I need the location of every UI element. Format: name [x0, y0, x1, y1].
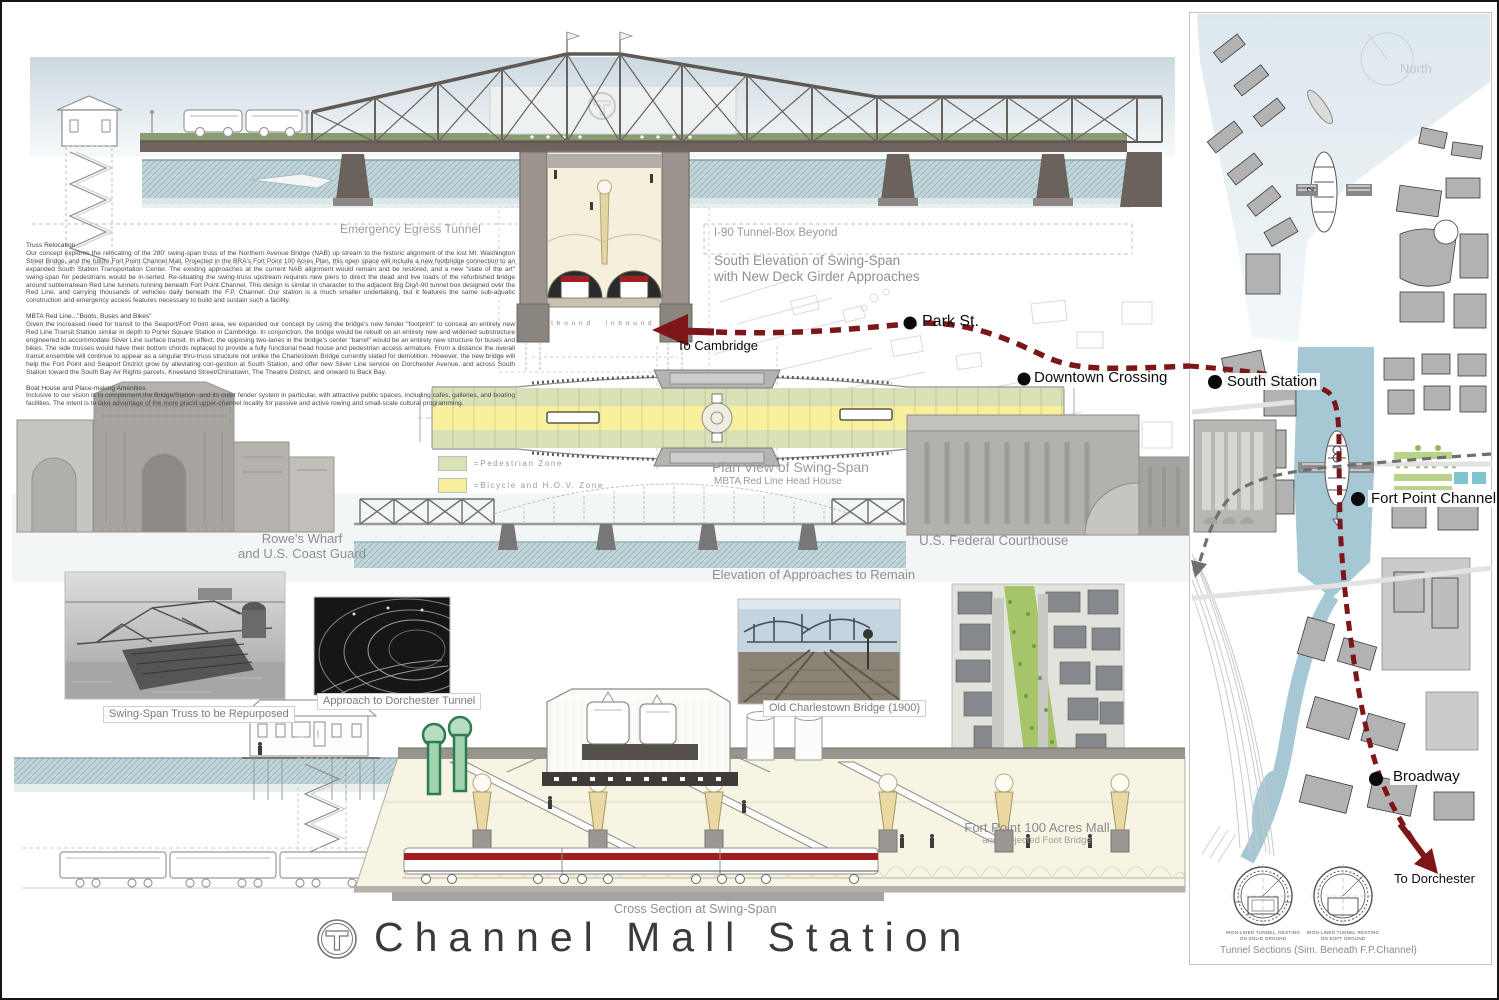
photo-charlestown-bridge	[738, 599, 900, 704]
map-label-broadway: Broadway	[1390, 768, 1463, 785]
map-label-to-cambridge: To Cambridge	[677, 338, 758, 353]
map-parks	[1394, 445, 1486, 493]
narrative-body-2: Given the increased need for transit to …	[26, 321, 515, 376]
egress-tower-drawing	[56, 95, 123, 265]
tunnel-section-diagrams	[1201, 825, 1375, 928]
map-label-north: North	[1400, 61, 1432, 76]
photo-dorchester-tunnel	[314, 597, 450, 695]
label-outbound: O u t b o u n d	[534, 320, 592, 327]
pedestrian-zone-label: =Pedestrian Zone	[474, 459, 563, 468]
bike-hov-zone-swatch	[438, 478, 467, 493]
existing-bridge-icon	[1296, 89, 1372, 233]
photo-swing-truss	[65, 572, 285, 699]
caption-fort-point-mall: Fort Point 100 Acres Mall	[964, 820, 1110, 835]
pedestrian-zone-swatch	[438, 456, 467, 471]
label-emergency-egress: Emergency Egress Tunnel	[340, 222, 481, 236]
map-pier-label: 2	[1305, 186, 1316, 192]
rowes-wharf-drawing	[16, 381, 335, 533]
plan-view-drawing	[417, 346, 1084, 472]
narrative-body-3: Inclusive to our vision is to complement…	[26, 392, 515, 408]
caption-charlestown-photo: Old Charlestown Bridge (1900)	[763, 700, 927, 717]
map-label-park-st: Park St.	[922, 313, 979, 330]
mbta-t-logo	[317, 919, 357, 959]
label-i90-tunnel: I-90 Tunnel-Box Beyond	[714, 227, 838, 239]
vent-pipes	[421, 715, 473, 796]
north-compass	[1360, 32, 1414, 86]
map-label-fort-point-channel: Fort Point Channel	[1368, 490, 1497, 507]
bus-drawing	[183, 109, 303, 138]
bike-hov-zone-label: =Bicycle and H.O.V. Zone	[474, 481, 604, 490]
headhouse-section	[506, 688, 771, 786]
legend-pedestrian-zone: =Pedestrian Zone	[438, 456, 563, 471]
approaches-elevation-drawing	[354, 483, 906, 568]
cross-section-drawing	[14, 688, 1186, 901]
locator-map	[1191, 14, 1492, 928]
board-title: Channel Mall Station	[374, 914, 973, 960]
map-label-to-dorchester: To Dorchester	[1394, 871, 1475, 886]
tunnel-section-right-label: IRON-LINED TUNNEL RESTING ON SOFT GROUND	[1306, 930, 1380, 941]
label-plan-view: Plan View of Swing-Span	[712, 459, 869, 475]
label-courthouse: U.S. Federal Courthouse	[919, 533, 1069, 548]
main-board-drawings	[12, 31, 1192, 959]
caption-swing-truss-photo: Swing-Span Truss to be Repurposed	[103, 706, 295, 723]
map-label-south-station: South Station	[1224, 373, 1321, 390]
label-approaches: Elevation of Approaches to Remain	[712, 567, 916, 582]
headhouse-silhouette	[489, 85, 737, 135]
map-label-downtown-crossing: Downtown Crossing	[1034, 369, 1168, 386]
red-line-train	[403, 847, 879, 884]
narrative-text: Truss Relocation Our concept explores th…	[26, 242, 515, 416]
tunnel-sections-caption: Tunnel Sections (Sim. Beneath F.P.Channe…	[1220, 945, 1417, 956]
legend-bike-hov-zone: =Bicycle and H.O.V. Zone	[438, 478, 604, 493]
label-cross-section: Cross Section at Swing-Span	[614, 902, 777, 916]
tunnel-section-left-label: IRON-LINED TUNNEL, RESTING ON SOLID GROU…	[1225, 930, 1301, 941]
caption-dorchester-photo: Approach to Dorchester Tunnel	[317, 693, 482, 710]
narrative-heading-3: Boat House and Place-making Amenities	[26, 384, 146, 392]
narrative-heading-1: Truss Relocation	[26, 242, 76, 249]
label-south-elevation: South Elevation of Swing-Span with New D…	[714, 253, 920, 284]
people-figures	[258, 742, 1092, 848]
courthouse-drawing	[906, 414, 1192, 536]
swing-span-truss	[311, 31, 1163, 143]
label-inbound: I n b o u n d	[605, 320, 653, 327]
narrative-body-1: Our concept explores the relocating of t…	[26, 249, 515, 305]
label-plan-view-sub: MBTA Red Line Head House	[714, 476, 842, 487]
bridge-piers	[333, 152, 1162, 207]
caption-fort-point-mall-sub: and projected Foot Bridge	[982, 835, 1092, 846]
narrative-heading-2: MBTA Red Line..."Boots, Buses and Bikes"	[26, 313, 152, 321]
boat-sketch	[251, 173, 334, 189]
label-rowes-wharf: Rowe's Wharf and U.S. Coast Guard	[238, 531, 366, 561]
